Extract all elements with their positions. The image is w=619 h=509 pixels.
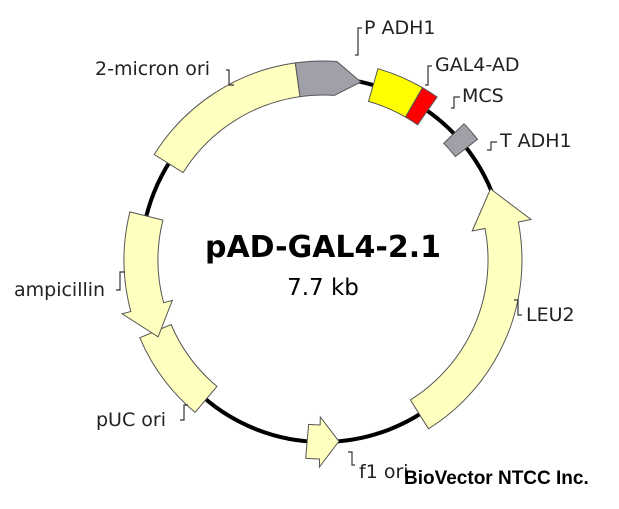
puc-ori-leader (180, 404, 188, 421)
ampicillin-label: ampicillin (14, 279, 105, 301)
leu2-label: LEU2 (526, 304, 575, 326)
f1-ori-leader (348, 451, 355, 466)
ampicillin-leader (116, 271, 125, 291)
mcs-label: MCS (462, 85, 504, 107)
credit-text: BioVector NTCC Inc. (404, 468, 589, 489)
ampicillin-arrow (120, 211, 174, 338)
mcs-segment (404, 87, 438, 126)
two-micron-leader (226, 69, 234, 86)
two-micron-ori-label: 2-micron ori (95, 58, 210, 80)
leu2-arrow (409, 188, 533, 430)
plasmid-name: pAD-GAL4-2.1 (205, 230, 441, 265)
t-adh1-label: T ADH1 (499, 130, 572, 152)
plasmid-size: 7.7 kb (287, 275, 359, 301)
gal4-ad-leader (425, 65, 432, 86)
p-adh1-promoter-arrow (294, 60, 362, 98)
t-adh1-terminator-segment (443, 123, 479, 158)
mcs-leader (451, 96, 460, 109)
t-adh1-leader (487, 141, 497, 151)
f1-ori-arrow (305, 415, 340, 469)
puc-ori-segment (139, 323, 218, 414)
gal4-ad-label: GAL4-AD (435, 54, 519, 76)
puc-ori-label: pUC ori (96, 409, 166, 431)
p-adh1-leader (355, 27, 362, 56)
f1-ori-label: f1 ori (359, 461, 409, 483)
leu2-leader (514, 299, 522, 316)
p-adh1-label: P ADH1 (364, 17, 436, 39)
